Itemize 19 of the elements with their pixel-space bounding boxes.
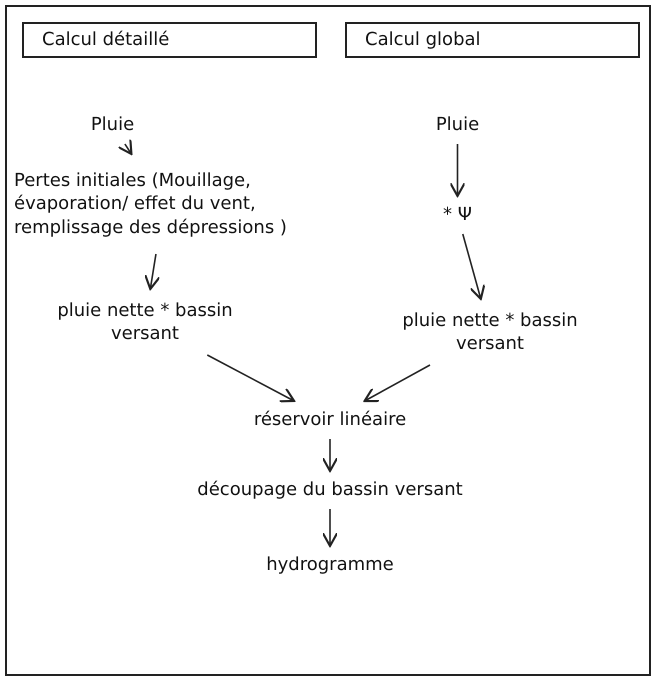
heading-box: Calcul détaillé [22, 22, 317, 58]
arrow [322, 509, 338, 548]
flow-text: Pertes initiales (Mouillage, évaporation/ effet du vent, remplissage des dépressions ) [14, 158, 314, 250]
arrow [144, 254, 161, 290]
arrow [462, 234, 486, 300]
arrow [322, 439, 338, 472]
arrow [117, 138, 132, 156]
heading-box: Calcul global [345, 22, 640, 58]
arrow [363, 364, 430, 402]
flow-text: pluie nette * bassin versant [40, 293, 250, 351]
flow-text: * Ψ [425, 200, 490, 230]
flow-text: réservoir linéaire [225, 405, 435, 435]
arrow [206, 354, 296, 402]
flow-text: Pluie [75, 110, 150, 140]
flow-text: hydrogramme [255, 550, 405, 580]
flow-text: Pluie [420, 110, 495, 140]
flow-text: découpage du bassin versant [175, 475, 485, 505]
flow-text: pluie nette * bassin versant [385, 303, 595, 361]
arrow [449, 144, 466, 198]
